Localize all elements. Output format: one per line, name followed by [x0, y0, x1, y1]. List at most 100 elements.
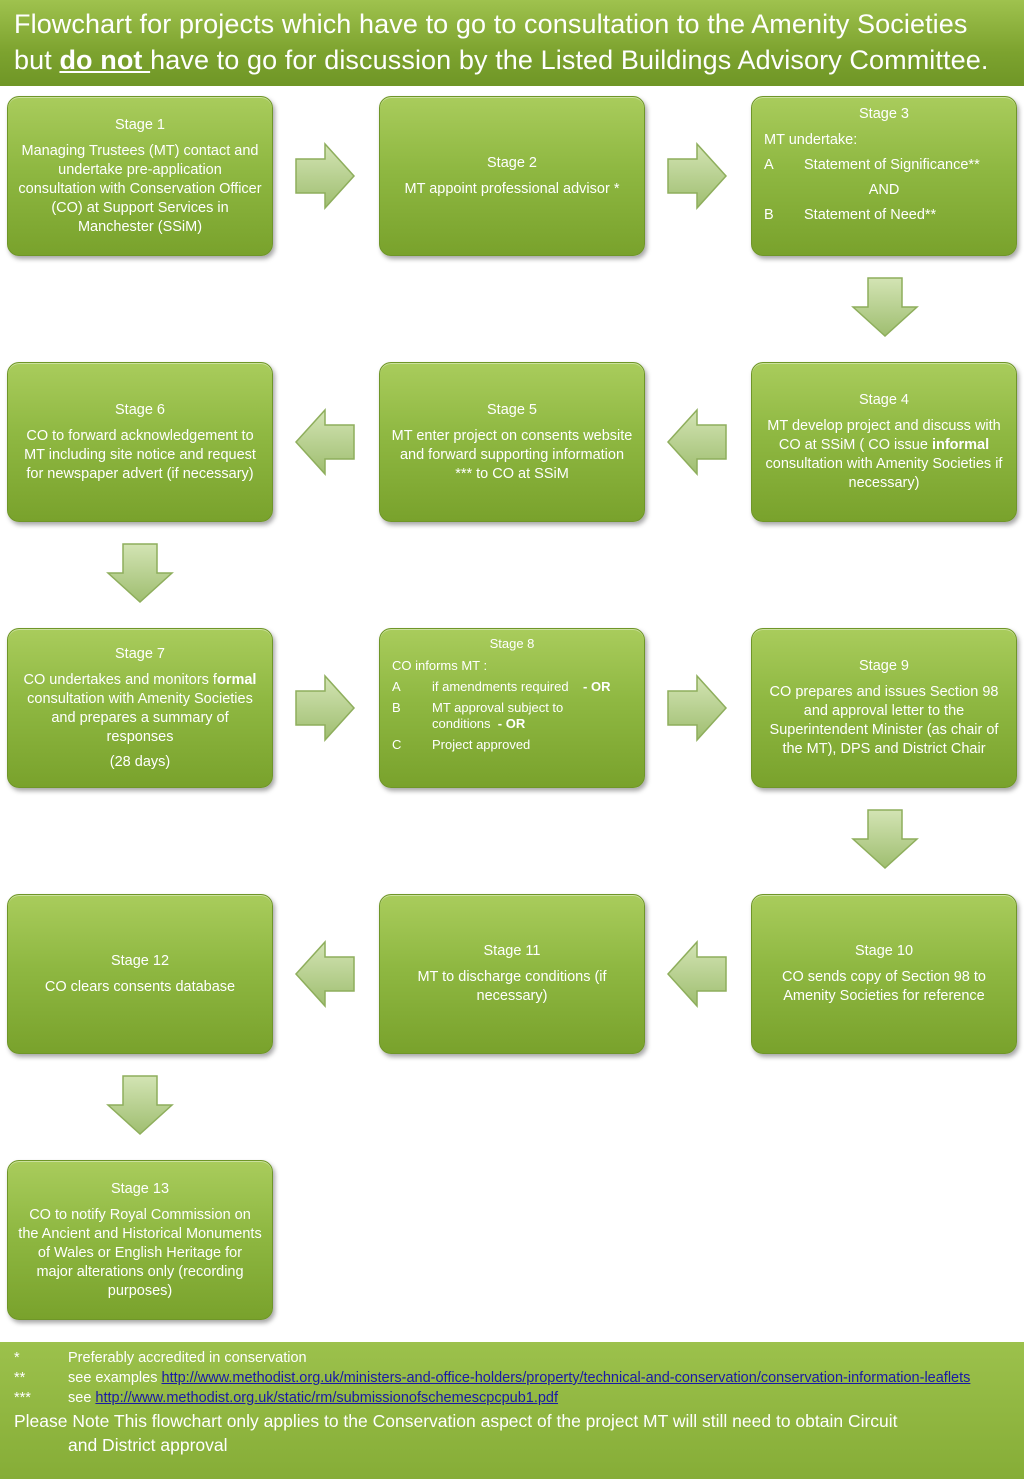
stage-7-text: CO undertakes and monitors formal consul… — [18, 671, 262, 747]
stage-3-item-a-text: Statement of Significance** — [804, 157, 980, 173]
stage-4-label: Stage 4 — [859, 392, 909, 408]
approval-note-line-2: and District approval — [68, 1435, 228, 1455]
stage-3-item-a-key: A — [764, 157, 774, 173]
stage-3-item-b-text: Statement of Need** — [804, 207, 937, 223]
stage-6-text: CO to forward acknowledgement to MT incl… — [24, 427, 256, 482]
stage-1-text: Managing Trustees (MT) contact and under… — [18, 142, 262, 235]
footnote-3-body: see http://www.methodist.org.uk/static/r… — [68, 1388, 558, 1408]
stage-3-label: Stage 3 — [859, 106, 909, 122]
stage-2-box: Stage 2 MT appoint professional advisor … — [379, 96, 645, 256]
stage-5-text: MT enter project on consents website and… — [391, 427, 633, 482]
stage-7-text-start: CO undertakes and monitors f — [23, 671, 217, 688]
stage-4-box: Stage 4 MT develop project and discuss w… — [751, 362, 1017, 522]
stage-9-label: Stage 9 — [859, 658, 909, 674]
stage-8-item-b-body: MT approval subject to conditions - OR — [432, 700, 632, 732]
title-line-2-start: but — [14, 45, 60, 75]
arrow-left-icon — [294, 408, 355, 476]
stage-3-box: Stage 3 MT undertake: A Statement of Sign… — [751, 96, 1017, 256]
footnote-2-body: see examples http://www.methodist.org.uk… — [68, 1368, 970, 1388]
stage-13-box: Stage 13 CO to notify Royal Commission o… — [7, 1160, 273, 1320]
footnote-2-mark: ** — [14, 1370, 26, 1386]
stage-8-label: Stage 8 — [489, 636, 535, 651]
arrow-right-icon — [667, 142, 728, 210]
stage-11-box: Stage 11 MT to discharge conditions (if … — [379, 894, 645, 1054]
approval-note: Please Note This flowchart only applies … — [14, 1409, 1010, 1457]
arrow-left-icon — [666, 408, 727, 476]
stage-3-intro: MT undertake: — [764, 132, 858, 148]
stage-7-duration: (28 days) — [109, 753, 171, 770]
stage-8-item-a-body: if amendments required - OR — [432, 679, 610, 695]
stage-4-text: MT develop project and discuss with CO a… — [762, 417, 1006, 493]
submission-schemes-link[interactable]: http://www.methodist.org.uk/static/rm/su… — [95, 1390, 559, 1406]
stage-10-label: Stage 10 — [854, 943, 914, 959]
stage-8-intro: CO informs MT : — [392, 658, 488, 673]
stage-7-text-bold: ormal — [216, 671, 257, 688]
stage-4-text-start: MT develop project and discuss with CO a… — [767, 418, 1001, 453]
stage-4-text-bold: informal — [931, 437, 990, 453]
stage-5-label: Stage 5 — [487, 401, 537, 418]
stage-13-label: Stage 13 — [110, 1180, 170, 1197]
stage-3-item-b: B Statement of Need** — [764, 206, 1004, 225]
conservation-leaflets-link[interactable]: http://www.methodist.org.uk/ministers-an… — [161, 1370, 971, 1386]
arrow-down-icon — [106, 1075, 174, 1136]
stage-8-item-c: C Project approved — [392, 737, 632, 753]
stage-6-box: Stage 6 CO to forward acknowledgement to… — [7, 362, 273, 522]
stage-9-box: Stage 9 CO prepares and issues Section 9… — [751, 628, 1017, 788]
stage-8-item-a-text: if amendments required — [432, 679, 569, 694]
stage-10-text: CO sends copy of Section 98 to Amenity S… — [782, 969, 986, 1004]
footnote-3: *** see http://www.methodist.org.uk/stat… — [14, 1388, 1010, 1408]
footnote-3-mark: *** — [14, 1390, 31, 1406]
stage-8-item-b-or: - OR — [497, 716, 526, 731]
title-line-1: Flowchart for projects which have to go … — [14, 9, 968, 39]
stage-8-item-b-key: B — [392, 700, 401, 715]
stage-2-label: Stage 2 — [487, 154, 537, 171]
stage-3-and: AND — [868, 182, 900, 198]
stage-7-text-end: consultation with Amenity Societies and … — [27, 690, 253, 745]
stage-10-box: Stage 10 CO sends copy of Section 98 to … — [751, 894, 1017, 1054]
arrow-down-icon — [851, 809, 919, 870]
stage-8-item-c-text: Project approved — [432, 737, 531, 752]
stage-8-item-c-key: C — [392, 737, 402, 752]
title-emphasis: do not — [59, 45, 151, 75]
arrow-down-icon — [106, 543, 174, 604]
stage-6-label: Stage 6 — [115, 401, 165, 418]
stage-7-label: Stage 7 — [115, 645, 165, 662]
title-line-2-end: have to go for discussion by the Listed … — [150, 45, 989, 75]
stage-3-item-b-key: B — [764, 207, 774, 223]
footnote-2: ** see examples http://www.methodist.org… — [14, 1368, 1010, 1388]
arrow-right-icon — [667, 674, 728, 742]
approval-note-line-1: Please Note This flowchart only applies … — [14, 1411, 898, 1431]
stage-8-item-b-text: MT approval subject to conditions — [432, 700, 564, 731]
footnotes-panel: * Preferably accredited in conservation … — [0, 1342, 1024, 1479]
stage-3-list: MT undertake: A Statement of Significance… — [762, 131, 1006, 231]
stage-1-box: Stage 1 Managing Trustees (MT) contact a… — [7, 96, 273, 256]
arrow-left-icon — [294, 940, 355, 1008]
footnote-2-text: see examples — [68, 1370, 162, 1386]
footnote-3-text: see — [68, 1390, 96, 1406]
footnote-1-text: Preferably accredited in conservation — [68, 1350, 307, 1366]
arrow-right-icon — [295, 674, 356, 742]
arrow-down-icon — [851, 277, 919, 338]
footnote-1-mark: * — [14, 1350, 20, 1366]
footnote-1: * Preferably accredited in conservation — [14, 1348, 1010, 1368]
stage-11-text: MT to discharge conditions (if necessary… — [417, 969, 607, 1004]
stage-1-label: Stage 1 — [115, 116, 165, 133]
stage-12-label: Stage 12 — [110, 952, 170, 969]
stage-12-box: Stage 12 CO clears consents database — [7, 894, 273, 1054]
arrow-right-icon — [295, 142, 356, 210]
stage-8-item-a-key: A — [392, 679, 401, 694]
stage-7-box: Stage 7 CO undertakes and monitors forma… — [7, 628, 273, 788]
stage-8-item-a-or: - OR — [583, 679, 611, 694]
arrow-left-icon — [666, 940, 727, 1008]
stage-13-text: CO to notify Royal Commission on the Anc… — [18, 1206, 262, 1299]
stage-5-box: Stage 5 MT enter project on consents web… — [379, 362, 645, 522]
title-line-2: but do not have to go for discussion by … — [14, 42, 1010, 78]
title-banner: Flowchart for projects which have to go … — [0, 0, 1024, 86]
stage-8-item-b: B MT approval subject to conditions - OR — [392, 700, 632, 732]
stage-2-text: MT appoint professional advisor * — [404, 180, 620, 197]
stage-4-text-end: consultation with Amenity Societies if n… — [765, 456, 1003, 491]
stage-9-text: CO prepares and issues Section 98 and ap… — [769, 684, 999, 757]
